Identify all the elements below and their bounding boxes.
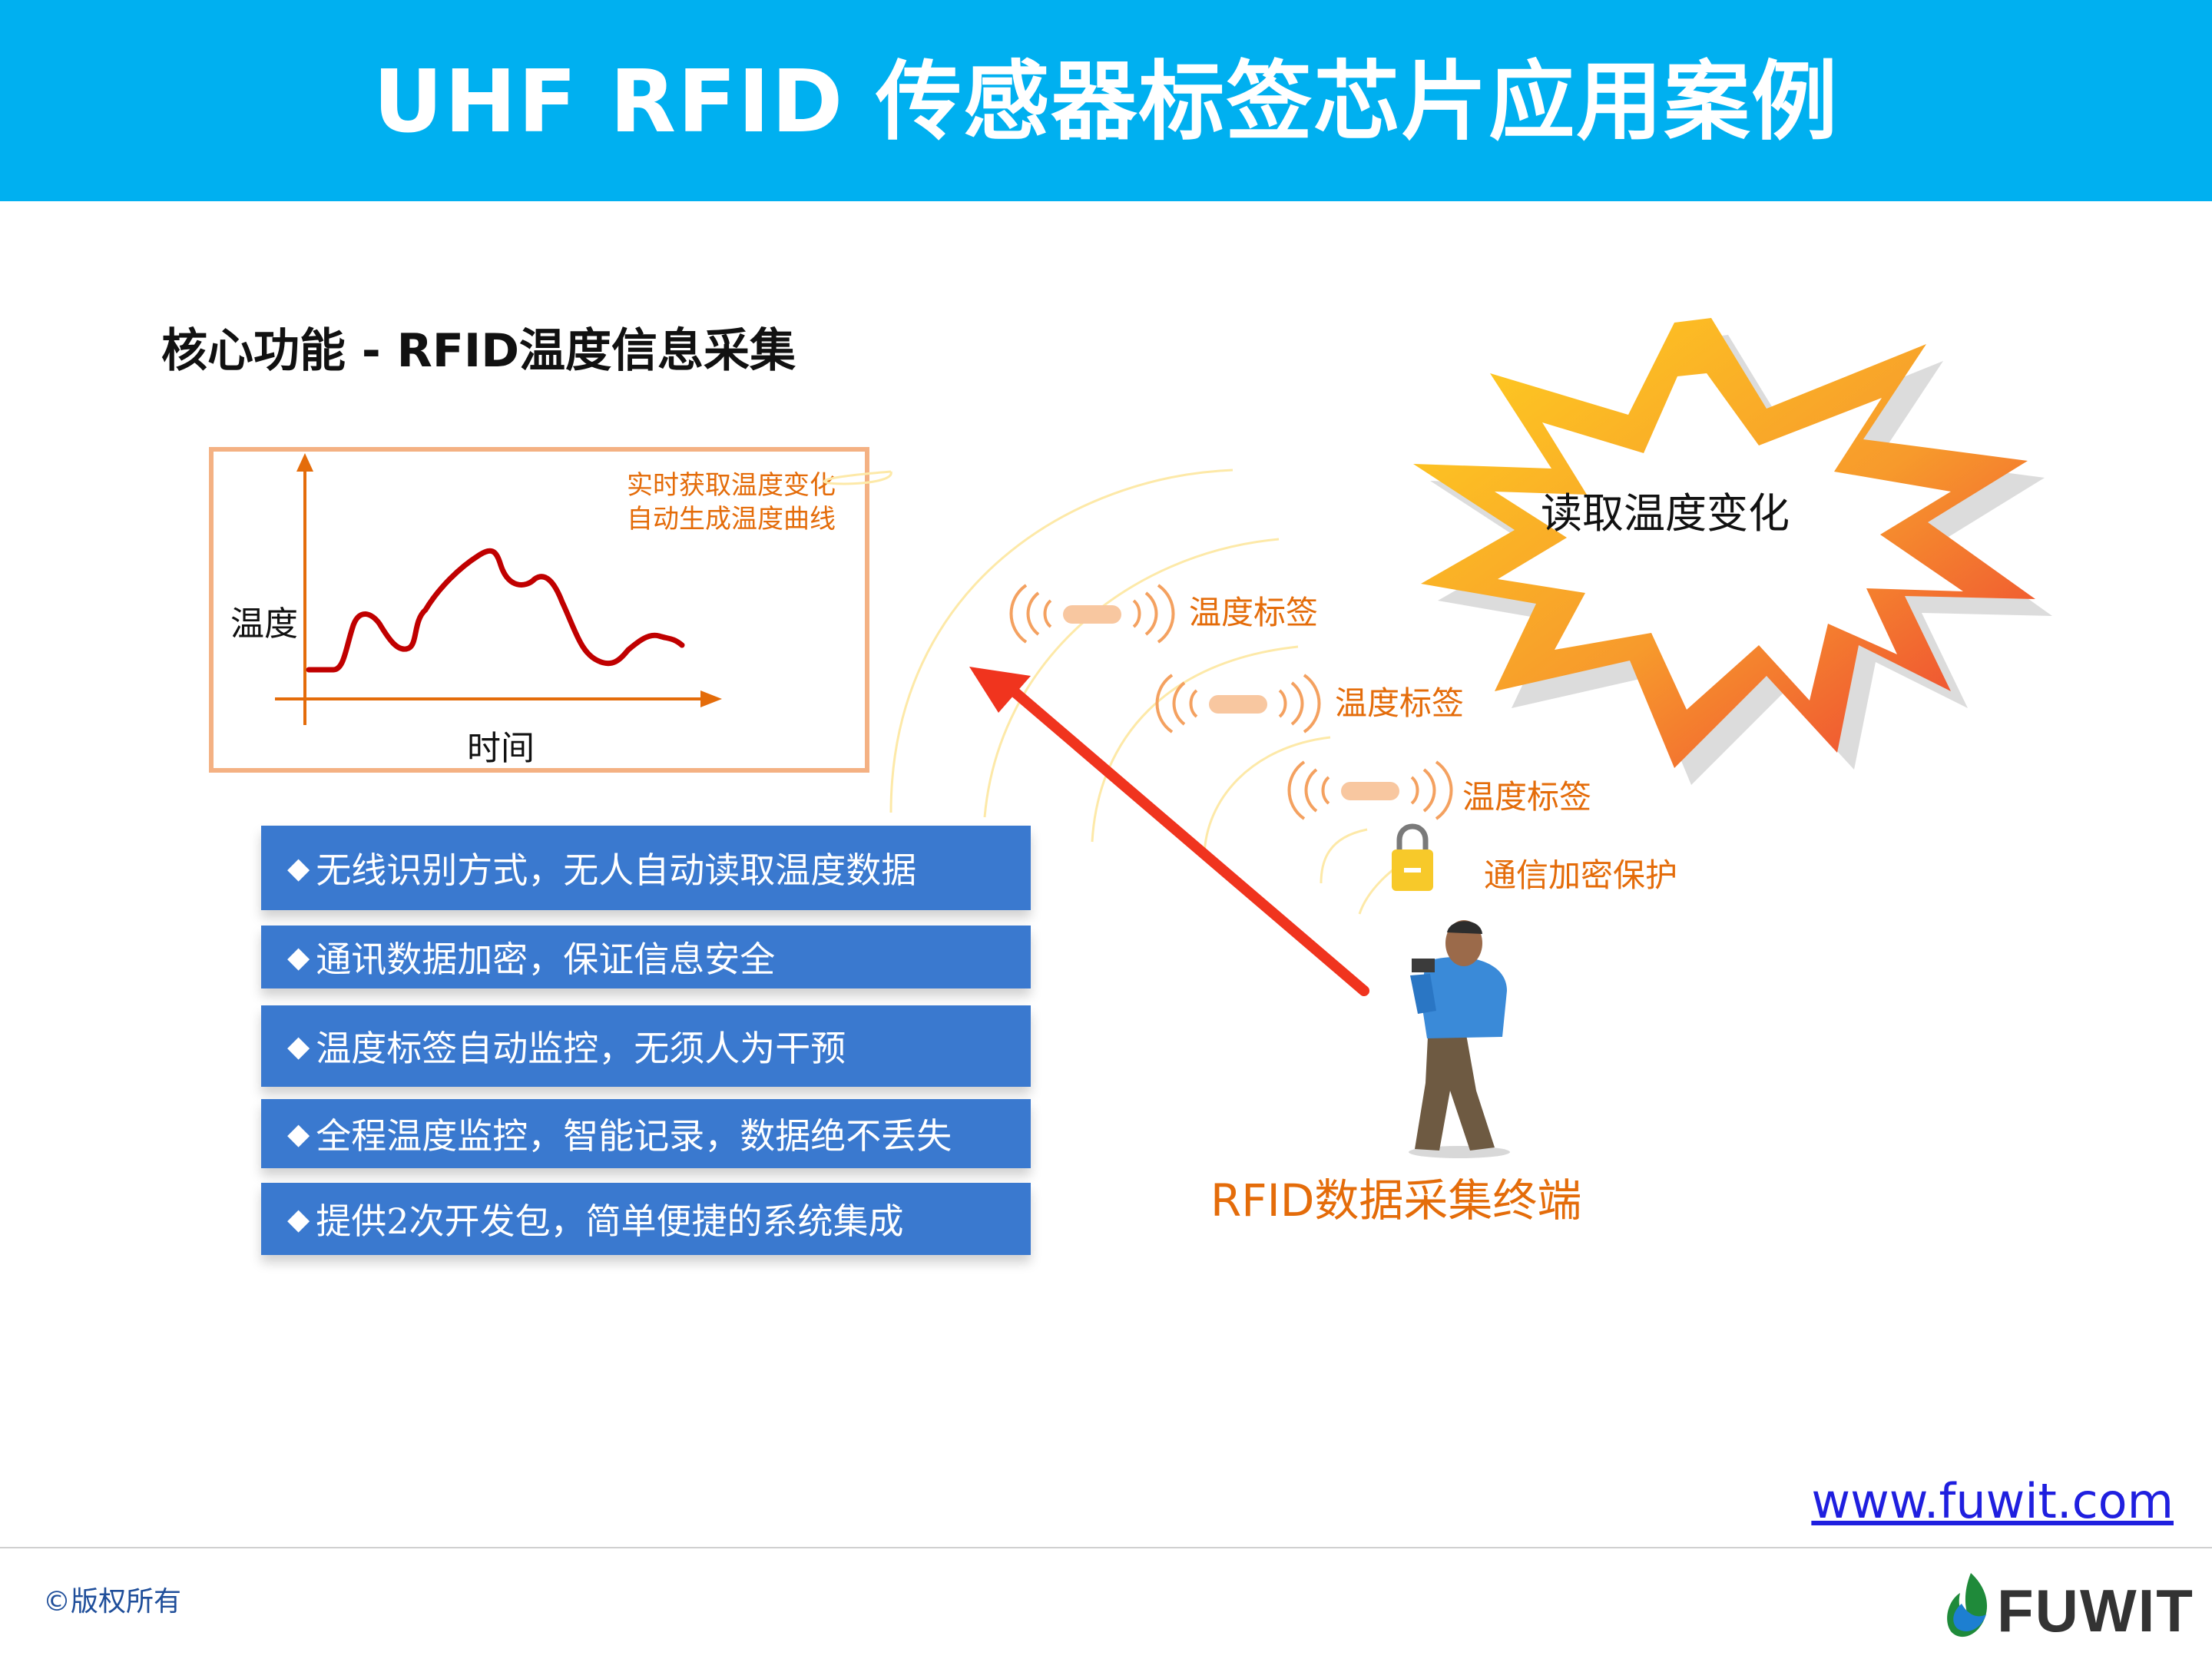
signal-arc-4 <box>1203 736 1331 856</box>
chart-note-line2: 自动生成温度曲线 <box>627 504 836 535</box>
signal-arc-3 <box>1091 645 1299 843</box>
rfid-tag-3 <box>1287 760 1453 820</box>
feature-text: 无线识别方式，无人自动读取温度数据 <box>316 849 917 891</box>
chart-note: 实时获取温度变化 自动生成温度曲线 <box>627 469 836 536</box>
feature-item: ◆ 通讯数据加密，保证信息安全 <box>261 926 1031 988</box>
rfid-tag-2 <box>1155 674 1321 733</box>
title-bar: UHF RFID 传感器标签芯片应用案例 <box>0 0 2212 201</box>
temperature-chart: 实时获取温度变化 自动生成温度曲线 温度 时间 <box>209 447 869 773</box>
chart-x-label: 时间 <box>467 729 535 768</box>
footer-divider <box>0 1547 2212 1548</box>
chart-plot <box>275 453 722 725</box>
feature-item: ◆ 提供2次开发包，简单便捷的系统集成 <box>261 1183 1031 1255</box>
diamond-bullet-icon: ◆ <box>287 1029 310 1063</box>
burst-text: 读取温度变化 <box>1541 489 1790 538</box>
temperature-curve <box>306 548 685 673</box>
copyright-text: ©版权所有 <box>43 1586 182 1618</box>
section-subtitle: 核心功能 - RFID温度信息采集 <box>161 324 796 378</box>
feature-text: 通讯数据加密，保证信息安全 <box>316 939 776 980</box>
diamond-bullet-icon: ◆ <box>287 940 310 974</box>
rfid-tag-1 <box>1009 584 1175 644</box>
encryption-label: 通信加密保护 <box>1484 856 1678 894</box>
chart-note-line1: 实时获取温度变化 <box>627 470 836 501</box>
leaf-logo-icon <box>1947 1573 1988 1637</box>
feature-text: 全程温度监控，智能记录，数据绝不丢失 <box>316 1115 952 1157</box>
diamond-bullet-icon: ◆ <box>287 1117 310 1151</box>
x-axis-arrow <box>700 690 722 707</box>
diamond-bullet-icon: ◆ <box>287 851 310 885</box>
feature-item: ◆ 温度标签自动监控，无须人为干预 <box>261 1005 1031 1087</box>
logo-text: FUWIT <box>1997 1577 2194 1644</box>
signal-arc-large <box>889 469 1233 813</box>
tag-label-3: 温度标签 <box>1462 778 1592 816</box>
read-arrow-shaft <box>1008 686 1369 996</box>
fuwit-logo: FUWIT <box>1942 1570 2193 1647</box>
website-link[interactable]: www.fuwit.com <box>1811 1473 2174 1529</box>
feature-text: 温度标签自动监控，无须人为干预 <box>316 1028 846 1069</box>
feature-text: 提供2次开发包，简单便捷的系统集成 <box>316 1200 904 1242</box>
tag-label-1: 温度标签 <box>1189 594 1319 631</box>
page-title: UHF RFID 传感器标签芯片应用案例 <box>373 52 1839 152</box>
tag-label-2: 温度标签 <box>1335 684 1465 722</box>
terminal-label: RFID数据采集终端 <box>1210 1174 1582 1227</box>
signal-arc-2 <box>983 538 1280 818</box>
burst-inner <box>1495 373 1963 710</box>
lock-icon <box>1392 823 1433 891</box>
chart-y-label: 温度 <box>230 604 298 644</box>
feature-item: ◆ 全程温度监控，智能记录，数据绝不丢失 <box>261 1099 1031 1168</box>
read-arrow-head <box>969 667 1031 713</box>
diamond-bullet-icon: ◆ <box>287 1202 310 1236</box>
feature-item: ◆ 无线识别方式，无人自动读取温度数据 <box>261 826 1031 910</box>
terminal-operator-figure <box>1409 920 1510 1158</box>
signal-arc-1 <box>823 470 892 485</box>
y-axis-arrow <box>296 453 313 472</box>
signal-arc-5 <box>1320 828 1368 884</box>
